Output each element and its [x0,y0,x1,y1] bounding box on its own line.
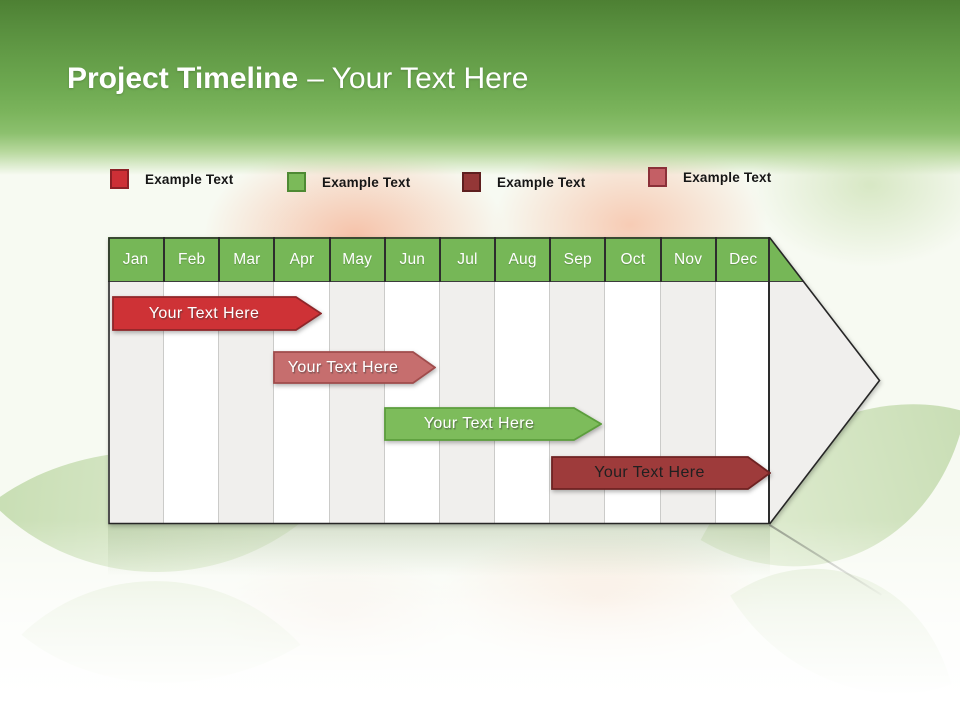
gantt-bar-3: Your Text Here [384,407,602,441]
title-sub: – Your Text Here [307,62,529,95]
legend-item-2: Example Text [287,172,410,192]
month-cell-may: May [328,237,384,282]
page-title: Project Timeline– Your Text Here [67,60,528,98]
timeline-column-stripe [494,282,550,524]
column-separator [328,282,330,524]
month-label: Feb [178,250,206,268]
legend-item-1: Example Text [110,169,233,189]
month-label: Dec [729,250,758,268]
month-cell-jul: Jul [438,237,494,282]
legend-swatch-icon [110,169,129,189]
gantt-bar-label: Your Text Here [423,415,535,432]
month-label: Sep [563,250,592,268]
month-label: Apr [289,250,315,268]
month-label: May [342,250,373,268]
timeline-column-stripe [383,282,439,524]
timeline-column-stripe [328,282,384,524]
slide-header-band [0,0,960,175]
month-cell-jan: Jan [108,237,163,282]
column-separator [383,282,385,524]
month-cell-aug: Aug [494,237,549,282]
month-label: Nov [673,250,703,268]
month-cell-mar: Mar [218,237,273,282]
bottom-fade-overlay [0,520,960,720]
legend-item-3: Example Text [462,172,585,192]
month-cell-jun: Jun [383,237,439,282]
legend-swatch-icon [462,172,481,192]
legend-label: Example Text [683,169,772,185]
title-main: Project Timeline [67,62,299,95]
month-label: Jul [457,250,478,268]
gantt-bar-label: Your Text Here [594,464,705,481]
month-label: Aug [508,250,537,268]
column-separator [494,282,496,524]
legend-label: Example Text [497,174,586,190]
legend-label: Example Text [145,171,234,187]
month-cell-nov: Nov [659,237,715,282]
month-cell-sep: Sep [549,237,604,282]
gantt-bar-label: Your Text Here [148,305,260,322]
legend-item-4: Example Text [648,167,771,187]
timeline-column-stripe [438,282,495,524]
gantt-bar-2: Your Text Here [273,351,436,384]
month-label: Oct [620,250,646,268]
legend-swatch-icon [287,172,306,192]
month-cell-apr: Apr [273,237,328,282]
gantt-bar-4: Your Text Here [551,456,771,490]
legend-swatch-icon [648,167,667,187]
month-cell-dec: Dec [714,237,770,282]
month-cell-feb: Feb [163,237,218,282]
month-label: Jan [122,250,149,268]
column-separator [438,282,440,524]
legend-label: Example Text [322,174,411,190]
gantt-bar-1: Your Text Here [112,296,322,331]
gantt-bar-label: Your Text Here [287,359,399,376]
month-cell-oct: Oct [604,237,659,282]
month-label: Mar [233,250,261,268]
table-reflection [108,524,770,576]
month-label: Jun [399,250,426,268]
